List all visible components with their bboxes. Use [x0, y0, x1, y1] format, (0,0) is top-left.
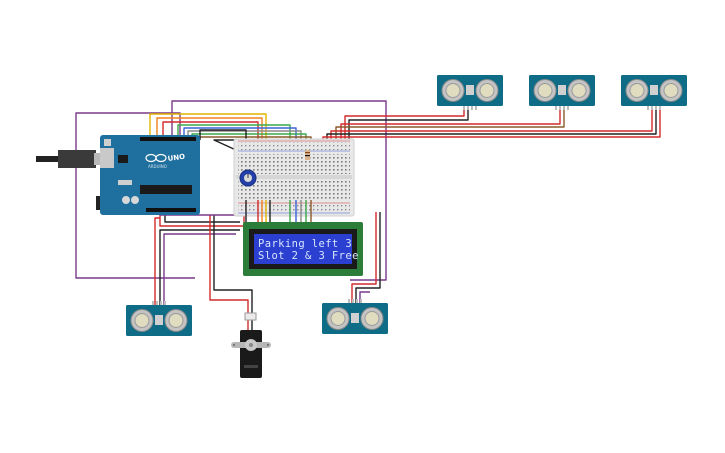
wire-sensor-tr-red2 [322, 106, 661, 145]
wire-black-servo [213, 215, 253, 318]
lcd-line-2: Slot 2 & 3 Free [258, 250, 359, 262]
breadboard-upper-holes [238, 154, 350, 174]
sensor-pin [647, 106, 649, 110]
wire-sensor-tl-red [344, 106, 465, 145]
usb-cable [36, 156, 60, 162]
sensor-pin [567, 106, 569, 110]
breadboard-lower-holes [238, 180, 350, 200]
lcd-wires-front [245, 200, 312, 224]
wire-sensor-tl-black [348, 106, 469, 145]
arduino-uno-board[interactable]: UNO ARDUINO [36, 135, 200, 215]
sensor-pin [156, 301, 158, 305]
sensor-mesh [445, 83, 461, 98]
sensor-pin [348, 299, 350, 303]
resistor-icon [305, 150, 310, 160]
breadboard [233, 138, 355, 217]
sensor-mesh [479, 83, 495, 98]
wire-to-sensor-br-1 [351, 212, 377, 303]
servo-body [240, 330, 262, 378]
sensor-mesh [537, 83, 553, 98]
breadboard-bottom-rail [238, 204, 350, 212]
power-header [146, 208, 196, 212]
sensor-pin [659, 106, 661, 110]
lcd-line-1: Parking left 3 [258, 238, 352, 250]
wire-sensor-tm-brown [335, 106, 565, 145]
sensor-crystal [650, 85, 658, 95]
sensor-mesh [663, 83, 679, 98]
wire-sensor-tr-red [330, 106, 653, 145]
servo-connector [244, 312, 257, 321]
sensor-pin [352, 299, 354, 303]
sensor-mesh [364, 311, 380, 326]
arduino-logo-icon [145, 153, 167, 163]
sensor-pin [651, 106, 653, 110]
wire-purple-left-loop [75, 112, 195, 279]
wire-sensor-tr-black [326, 106, 657, 145]
servo-label [244, 365, 258, 368]
sensor-pin [475, 106, 477, 110]
sensor-pin [360, 299, 362, 303]
lcd-display: Parking left 3 Slot 2 & 3 Free [243, 222, 363, 276]
digital-header [140, 137, 196, 141]
sensor-pin [559, 106, 561, 110]
servo-horn [231, 339, 271, 351]
wire-sensor-tm-red [340, 106, 561, 145]
wire-to-sensor-bl-1 [154, 217, 160, 305]
sensor-mesh [330, 311, 346, 326]
usb-connector [94, 153, 104, 165]
crystal [118, 180, 132, 185]
usb-port [100, 148, 114, 168]
ultrasonic-sensor-top-middle[interactable] [529, 75, 595, 110]
wire-red-servo [209, 215, 249, 318]
usb-plug [58, 150, 96, 168]
sensor-crystal [466, 85, 474, 95]
sensor-pin [563, 106, 565, 110]
arduino-pcb [100, 135, 200, 215]
sensor-crystal [558, 85, 566, 95]
sensor-mesh [134, 313, 150, 328]
breadboard-top-rail [238, 142, 350, 150]
sensor-pin [655, 106, 657, 110]
ultrasonic-sensor-top-right[interactable] [621, 75, 687, 110]
wires [75, 100, 661, 318]
reset-button[interactable] [104, 139, 111, 146]
ultrasonic-sensor-bottom-right[interactable] [322, 299, 388, 334]
atmega-chip [140, 185, 192, 194]
sensor-pin [356, 299, 358, 303]
arduino-model-label: UNO [167, 153, 185, 163]
sensor-crystal [155, 315, 163, 325]
capacitor-1 [122, 196, 130, 204]
sensor-pin [463, 106, 465, 110]
wire-to-sensor-br-2 [355, 212, 381, 303]
sensor-mesh [571, 83, 587, 98]
arduino-brand-label: ARDUINO [148, 164, 167, 169]
sensor-pin [164, 301, 166, 305]
sensor-mesh [629, 83, 645, 98]
lcd-screen [254, 234, 352, 264]
wire-to-sensor-bl-3 [163, 233, 236, 305]
sensor-mesh [168, 313, 184, 328]
wire-to-sensor-bl-2 [159, 229, 240, 305]
sensor-pin [160, 301, 162, 305]
sensor-crystal [351, 313, 359, 323]
small-chip [118, 155, 128, 163]
sensor-pin [152, 301, 154, 305]
capacitor-2 [131, 196, 139, 204]
sensor-pin [467, 106, 469, 110]
breadboard-center-channel [236, 175, 352, 179]
ultrasonic-sensor-top-left[interactable] [437, 75, 503, 110]
servo-motor-icon[interactable] [231, 312, 271, 378]
ultrasonic-sensor-bottom-left[interactable] [126, 301, 192, 336]
sensor-pin [555, 106, 557, 110]
potentiometer-icon[interactable] [239, 169, 257, 187]
sensor-pin [471, 106, 473, 110]
